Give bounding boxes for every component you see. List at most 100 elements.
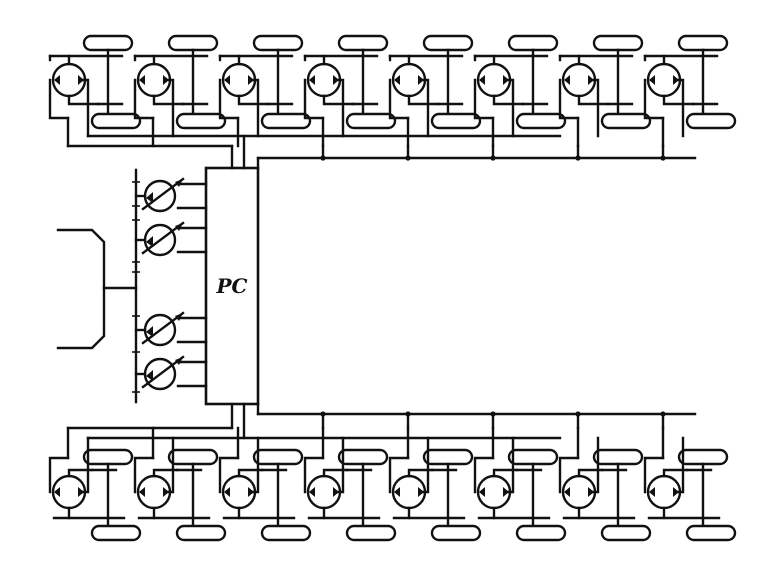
wheel-bottom — [685, 524, 737, 542]
hyd-line-b — [588, 436, 600, 494]
wheel-top — [422, 34, 474, 52]
wheel-top — [337, 34, 389, 52]
pump-variable-arrow — [141, 311, 185, 345]
hyd-line-c — [588, 78, 600, 138]
hyd-line-b — [248, 436, 260, 494]
hyd-line-a — [388, 78, 410, 120]
wheel-unit — [133, 34, 227, 148]
pump-variable-arrow — [141, 221, 185, 255]
hyd-line-a — [303, 78, 325, 120]
hyd-line-c — [503, 78, 515, 138]
motor-arrow-left — [649, 75, 655, 85]
pump-arrow — [146, 192, 153, 203]
motor-arrow-left — [224, 75, 230, 85]
junction-dot — [320, 411, 326, 417]
bottom-wheel-row — [48, 426, 737, 542]
hyd-line-c — [67, 468, 94, 478]
junction-dot — [660, 155, 666, 161]
hyd-line-c — [492, 468, 519, 478]
motor-arrow-left — [394, 75, 400, 85]
pump-arrow — [146, 326, 153, 337]
motor-arrow-left — [139, 75, 145, 85]
wheel-unit — [558, 426, 652, 542]
junction-dot — [575, 155, 581, 161]
wheel-top — [167, 34, 219, 52]
wheel-top — [422, 448, 474, 466]
hyd-line-c — [662, 468, 689, 478]
wheel-top — [677, 34, 729, 52]
wheel-top — [167, 448, 219, 466]
hyd-line-b — [662, 94, 695, 106]
hyd-line-b — [407, 94, 440, 106]
motor-arrow-left — [54, 487, 60, 497]
wheel-unit — [48, 426, 142, 542]
hyd-line-a — [133, 78, 155, 120]
hyd-line-c — [237, 468, 264, 478]
motor-arrow-left — [139, 487, 145, 497]
wheel-bottom — [175, 524, 227, 542]
wheel-bottom — [260, 112, 312, 130]
hyd-line-b — [673, 436, 685, 494]
junction-dot — [660, 411, 666, 417]
wheel-bottom — [260, 524, 312, 542]
pump-group — [132, 177, 208, 393]
wheel-unit — [643, 426, 737, 542]
hyd-line-a — [303, 456, 325, 494]
hyd-line-b — [163, 436, 175, 494]
hyd-line-c — [418, 78, 430, 138]
hyd-line-b — [418, 436, 430, 494]
variable-pump — [141, 355, 185, 391]
wheel-unit — [218, 34, 312, 148]
wheel-top — [252, 448, 304, 466]
wheel-top — [82, 448, 134, 466]
wheel-bottom — [90, 524, 142, 542]
motor-arrow-left — [649, 487, 655, 497]
wheel-unit — [388, 426, 482, 542]
hyd-line-c — [407, 468, 434, 478]
pump-variable-arrow — [141, 355, 185, 389]
wheel-unit — [303, 426, 397, 542]
hyd-line-a — [133, 456, 155, 494]
hyd-line-c — [163, 78, 175, 138]
wheel-bottom — [685, 112, 737, 130]
hyd-line-a — [218, 78, 240, 120]
wheel-unit — [643, 34, 737, 148]
hyd-line-b — [237, 94, 270, 106]
wheel-top — [507, 448, 559, 466]
hyd-line-a — [558, 78, 580, 120]
wheel-unit — [48, 34, 142, 148]
wheel-bottom — [90, 112, 142, 130]
wheel-unit — [558, 34, 652, 148]
pump-arrow — [146, 370, 153, 381]
hyd-line-c — [673, 78, 685, 138]
wheel-bottom — [515, 112, 567, 130]
hyd-line-b — [492, 94, 525, 106]
hyd-line-c — [322, 468, 349, 478]
motor-arrow-left — [479, 487, 485, 497]
motor-arrow-left — [224, 487, 230, 497]
wheel-top — [592, 34, 644, 52]
hyd-line-a — [643, 78, 665, 120]
hyd-line-a — [218, 456, 240, 494]
hyd-line-a — [48, 78, 70, 120]
hyd-line-b — [322, 94, 355, 106]
motor-arrow-left — [54, 75, 60, 85]
wheel-top — [82, 34, 134, 52]
wheel-unit — [303, 34, 397, 148]
junction-dot — [490, 155, 496, 161]
motor-arrow-left — [564, 75, 570, 85]
wheel-unit — [473, 34, 567, 148]
wheel-unit — [133, 426, 227, 542]
pc-label: PC — [216, 274, 248, 298]
wheel-bottom — [600, 524, 652, 542]
wheel-bottom — [430, 112, 482, 130]
hyd-line-b — [503, 436, 515, 494]
motor-arrow-left — [564, 487, 570, 497]
hyd-line-a — [388, 456, 410, 494]
junction-dot — [490, 411, 496, 417]
pump-arrow — [146, 236, 153, 247]
wheel-bottom — [430, 524, 482, 542]
variable-pump — [141, 177, 185, 213]
engine-outline — [56, 228, 106, 350]
